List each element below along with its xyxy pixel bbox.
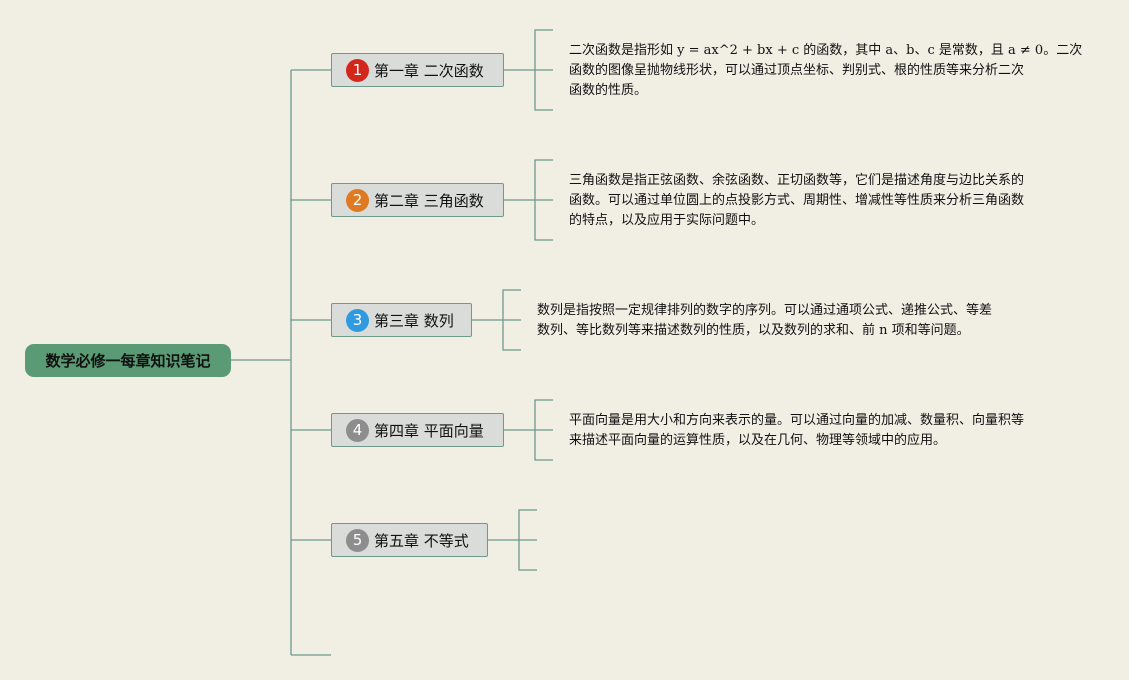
chapter-1-note[interactable]: 二次函数是指形如 y = ax^2 + bx + c 的函数，其中 a、b、c … [569,41,1089,101]
note-line: 函数的性质。 [569,83,648,98]
chapter-3-note[interactable]: 数列是指按照一定规律排列的数字的序列。可以通过通项公式、递推公式、等差 数列、等… [537,301,1057,341]
number-1-badge: 1 [346,58,369,82]
note-line: 来描述平面向量的运算性质，以及在几何、物理等领域中的应用。 [569,433,947,448]
note-line: 函数的图像呈抛物线形状，可以通过顶点坐标、判别式、根的性质等来分析二次 [569,63,1025,78]
root-label: 数学必修一每章知识笔记 [45,352,211,370]
note-line: 数列、等比数列等来描述数列的性质，以及数列的求和、前 n 项和等问题。 [537,323,970,338]
chapter-1-node[interactable]: 1 第一章 二次函数 [331,53,504,87]
number-4-badge: 4 [346,418,369,442]
chapter-2-node[interactable]: 2 第二章 三角函数 [331,183,504,217]
chapter-4-note[interactable]: 平面向量是用大小和方向来表示的量。可以通过向量的加减、数量积、向量积等 来描述平… [569,411,1089,451]
number-3-badge: 3 [346,308,369,332]
number-2-badge: 2 [346,188,369,212]
bracket-4 [504,399,553,461]
root-topic[interactable]: 数学必修一每章知识笔记 [25,344,231,377]
chapter-3-node[interactable]: 3 第三章 数列 [331,303,472,337]
chapter-5-node[interactable]: 5 第五章 不等式 [331,523,488,557]
chapter-2-note[interactable]: 三角函数是指正弦函数、余弦函数、正切函数等，它们是描述角度与边比关系的 函数。可… [569,171,1089,231]
chapter-2-title: 第二章 三角函数 [374,191,484,210]
note-line: 函数。可以通过单位圆上的点投影方式、周期性、增减性等性质来分析三角函数 [569,193,1025,208]
note-line: 平面向量是用大小和方向来表示的量。可以通过向量的加减、数量积、向量积等 [569,413,1025,428]
chapter-1-title: 第一章 二次函数 [374,61,484,80]
note-line: 三角函数是指正弦函数、余弦函数、正切函数等，它们是描述角度与边比关系的 [569,173,1025,188]
bracket-2 [504,159,553,241]
chapter-5-title: 第五章 不等式 [374,531,469,550]
bracket-3 [472,289,521,351]
bracket-5 [488,509,537,571]
note-line: 的特点，以及应用于实际问题中。 [569,213,765,228]
number-5-badge: 5 [346,528,369,552]
chapter-4-title: 第四章 平面向量 [374,421,484,440]
bracket-1 [504,29,553,111]
chapter-4-node[interactable]: 4 第四章 平面向量 [331,413,504,447]
note-line: 二次函数是指形如 y = ax^2 + bx + c 的函数，其中 a、b、c … [569,43,1083,58]
note-line: 数列是指按照一定规律排列的数字的序列。可以通过通项公式、递推公式、等差 [537,303,993,318]
chapter-3-title: 第三章 数列 [374,311,454,330]
